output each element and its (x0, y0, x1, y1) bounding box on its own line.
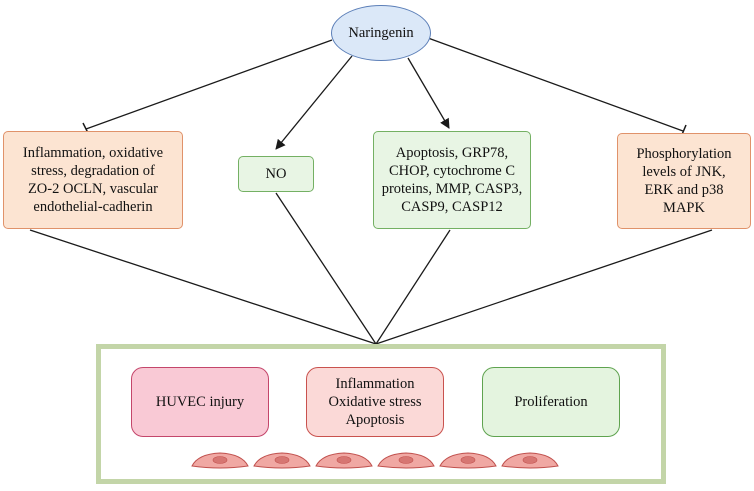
edge-root-inflammation (85, 39, 333, 130)
endothelial-cells-row (191, 452, 559, 469)
cell-nucleus (460, 456, 476, 464)
edge-root-no (275, 55, 353, 150)
outcome-huvec-injury: HUVEC injury (131, 367, 269, 437)
edge-root-apoptosis (407, 57, 450, 129)
edge-phosphorylation-outcome (375, 229, 713, 345)
cell-nucleus (522, 456, 538, 464)
edge-no-outcome (275, 192, 377, 345)
target-no: NO (238, 156, 314, 192)
cell-nucleus (398, 456, 414, 464)
edge-apoptosis-outcome (375, 229, 451, 345)
edge-root-phosphorylation (427, 37, 684, 132)
outcome-proliferation: Proliferation (482, 367, 620, 437)
cell-nucleus (274, 456, 290, 464)
edge-inflammation-outcome (29, 229, 377, 345)
naringenin-node: Naringenin (331, 5, 431, 61)
cell-nucleus (336, 456, 352, 464)
cell-nucleus (212, 456, 228, 464)
